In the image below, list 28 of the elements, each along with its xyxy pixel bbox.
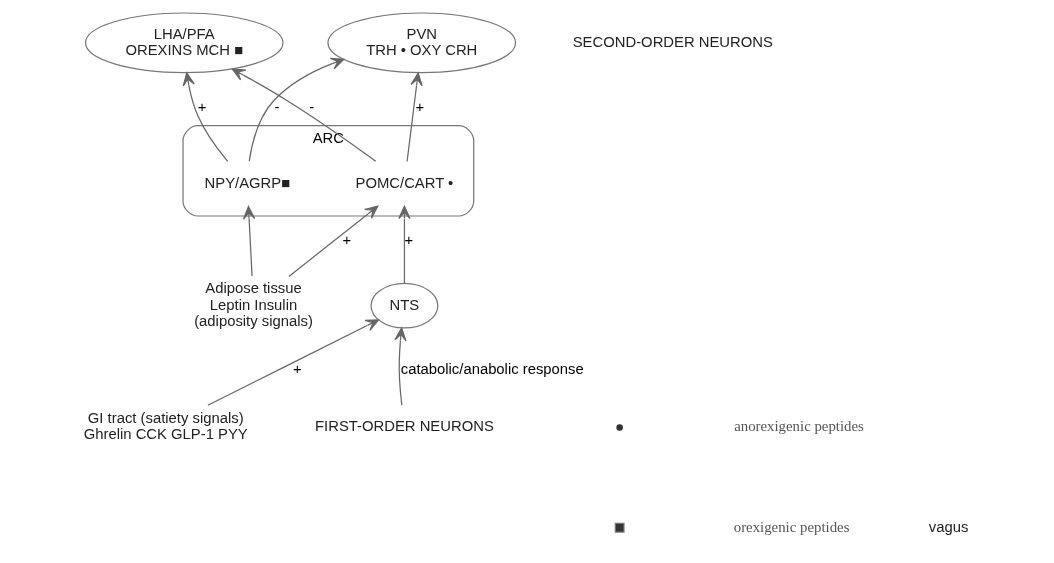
edge-label: - (308, 98, 314, 115)
legend-label: orexigenic peptides (733, 518, 849, 535)
edge-label: catabolic/anabolic response (400, 360, 584, 377)
arrow (206, 319, 379, 406)
arrow (405, 72, 423, 163)
node-text: FIRST-ORDER NEURONS (314, 418, 494, 435)
node-ellipse: NTS (369, 282, 438, 329)
edge-label: + (342, 232, 351, 249)
edge-label: + (197, 98, 207, 115)
arrow (231, 68, 376, 162)
edge-label: + (403, 232, 413, 249)
arrow (397, 205, 411, 284)
arrow (242, 205, 255, 277)
edge-label: + (415, 98, 424, 115)
node-ellipse: LHA/PFA OREXINS MCH ■ (84, 12, 284, 74)
arrow (287, 205, 378, 278)
label: vagus (928, 518, 968, 535)
arrow (182, 72, 228, 162)
edge-label: + (292, 360, 302, 377)
node-text: POMC/CART • (355, 174, 453, 191)
arrow (393, 327, 407, 406)
node-text: Adipose tissue Leptin Insulin (adiposity signals) (193, 280, 313, 329)
node-text: NPY/AGRP■ (204, 174, 290, 191)
edge-label: - (274, 98, 280, 115)
node-text: GI tract (satiety signals) Ghrelin CCK GLP-1 PYY (83, 410, 248, 443)
label: SECOND-ORDER NEURONS (572, 33, 773, 50)
legend-label: anorexigenic peptides (733, 418, 864, 435)
arrow (248, 57, 344, 162)
